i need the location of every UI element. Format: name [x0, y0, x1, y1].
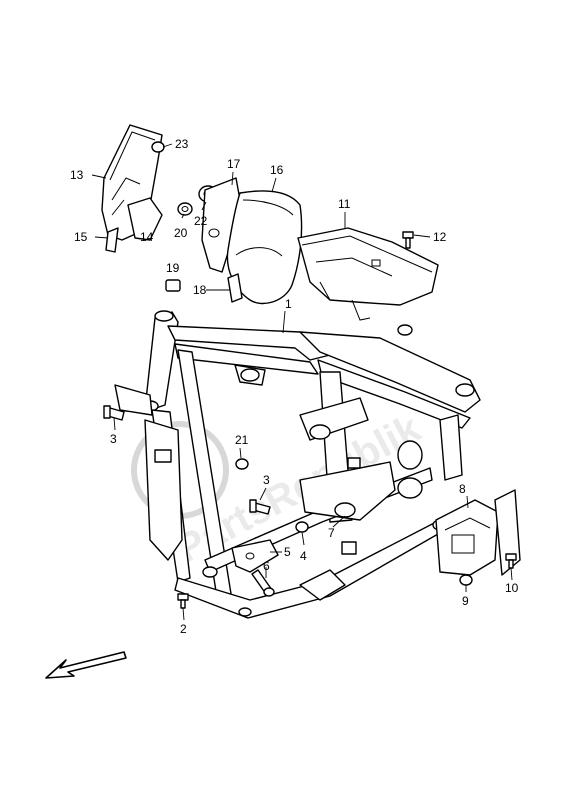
- callout-8: 8: [459, 482, 466, 496]
- bolt-part-9: [459, 574, 473, 586]
- cap-part-21: [235, 458, 249, 470]
- callout-2: 2: [180, 622, 187, 636]
- callout-18: 18: [193, 283, 207, 297]
- callout-22: 22: [194, 214, 208, 228]
- bolt-part-12: [402, 231, 414, 249]
- callout-15: 15: [74, 230, 88, 244]
- front-direction-arrow-icon: [45, 651, 127, 679]
- bolt-part-6: [251, 569, 275, 597]
- callout-10: 10: [505, 581, 519, 595]
- callout-1: 1: [285, 297, 292, 311]
- callout-20: 20: [174, 226, 188, 240]
- seat-cover-part-16: [226, 190, 303, 305]
- callout-23: 23: [175, 137, 189, 151]
- callout-21: 21: [235, 433, 249, 447]
- bolt-part-2: [177, 593, 189, 609]
- callout-16: 16: [270, 163, 284, 177]
- collar-part-20: [177, 202, 193, 216]
- grommet-part-23: [151, 141, 165, 153]
- nut-part-4: [295, 521, 309, 533]
- callout-4: 4: [300, 549, 307, 563]
- cover-piece-part-14: [127, 197, 163, 241]
- clip-part-18: [227, 273, 243, 303]
- cover-clip-part-15: [105, 227, 119, 253]
- left-frame-cover: [101, 124, 165, 253]
- main-frame-part-1: [114, 310, 481, 619]
- callout-14: 14: [140, 230, 154, 244]
- callout-7: 7: [328, 526, 335, 540]
- cushion-part-19: [165, 279, 181, 292]
- bracket-part-5: [231, 539, 279, 573]
- callout-3-lower: 3: [263, 473, 270, 487]
- callout-13: 13: [70, 168, 84, 182]
- callout-labels: 1 2 3 3 4 5 6 7 8 9 10 11 12 13 14 15 16…: [70, 137, 519, 636]
- callout-9: 9: [462, 594, 469, 608]
- callout-17: 17: [227, 157, 241, 171]
- leader-lines: [91, 143, 513, 621]
- callout-11: 11: [338, 197, 351, 211]
- callout-12: 12: [433, 230, 447, 244]
- callout-6: 6: [263, 559, 270, 573]
- battery-box-part-11: [297, 227, 439, 321]
- bolt-part-3-upper: [103, 405, 125, 421]
- callout-19: 19: [166, 261, 180, 275]
- callout-3-upper: 3: [110, 432, 117, 446]
- bolt-part-3-lower: [249, 499, 271, 515]
- bracket-part-8: [435, 489, 521, 576]
- callout-5: 5: [284, 545, 291, 559]
